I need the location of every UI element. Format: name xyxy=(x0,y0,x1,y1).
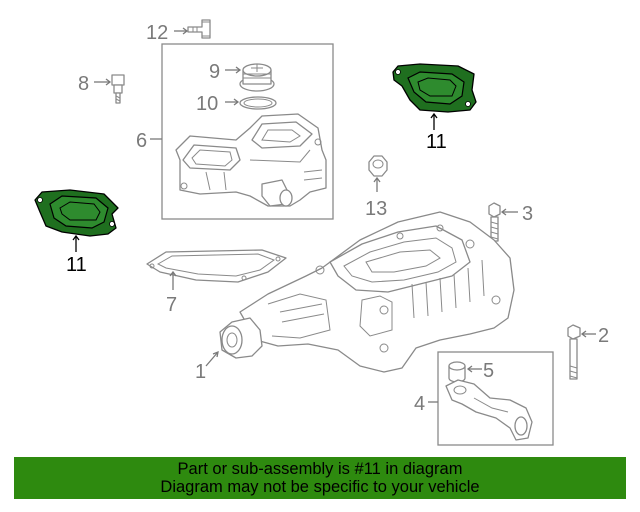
parts-diagram: 12 8 6 9 10 xyxy=(34,19,609,446)
part-13-nut[interactable] xyxy=(368,155,388,177)
callout-1[interactable]: 1 xyxy=(195,361,206,383)
part-8-bolt[interactable] xyxy=(111,74,125,104)
assembly-4-box xyxy=(437,351,554,446)
part-3-bolt[interactable] xyxy=(488,202,501,242)
callout-13[interactable]: 13 xyxy=(365,198,387,220)
part-11-gasket-left[interactable] xyxy=(34,189,119,237)
arrow-12 xyxy=(182,27,189,35)
callout-7[interactable]: 7 xyxy=(166,294,177,316)
callout-9[interactable]: 9 xyxy=(209,61,220,83)
assembly-6-box xyxy=(161,43,334,220)
part-12-bolt[interactable] xyxy=(187,19,211,39)
callout-3[interactable]: 3 xyxy=(522,203,533,225)
part-9-cap[interactable] xyxy=(239,63,275,92)
callout-4[interactable]: 4 xyxy=(414,393,425,415)
callout-11-left[interactable]: 11 xyxy=(66,254,87,276)
part-info-banner: Part or sub-assembly is #11 in diagram D… xyxy=(14,457,626,499)
part-11-gasket-right[interactable] xyxy=(392,63,477,113)
callout-5[interactable]: 5 xyxy=(483,360,494,382)
part-5-bushing[interactable] xyxy=(448,361,466,383)
part-10-o-ring[interactable] xyxy=(239,96,277,110)
callout-2[interactable]: 2 xyxy=(598,325,609,347)
part-2-bolt[interactable] xyxy=(567,324,581,380)
callout-10[interactable]: 10 xyxy=(196,93,218,115)
callout-6[interactable]: 6 xyxy=(136,130,147,152)
part-4-bracket[interactable] xyxy=(445,379,533,441)
part-6-intake-housing[interactable] xyxy=(175,113,327,207)
callout-8[interactable]: 8 xyxy=(78,73,89,95)
callout-12[interactable]: 12 xyxy=(146,22,168,44)
callout-11-right[interactable]: 11 xyxy=(426,131,447,153)
part-1-supercharger[interactable] xyxy=(219,211,515,373)
banner-line-2: Diagram may not be specific to your vehi… xyxy=(160,478,480,496)
banner-line-1: Part or sub-assembly is #11 in diagram xyxy=(177,460,463,478)
part-7-gasket[interactable] xyxy=(146,249,287,283)
